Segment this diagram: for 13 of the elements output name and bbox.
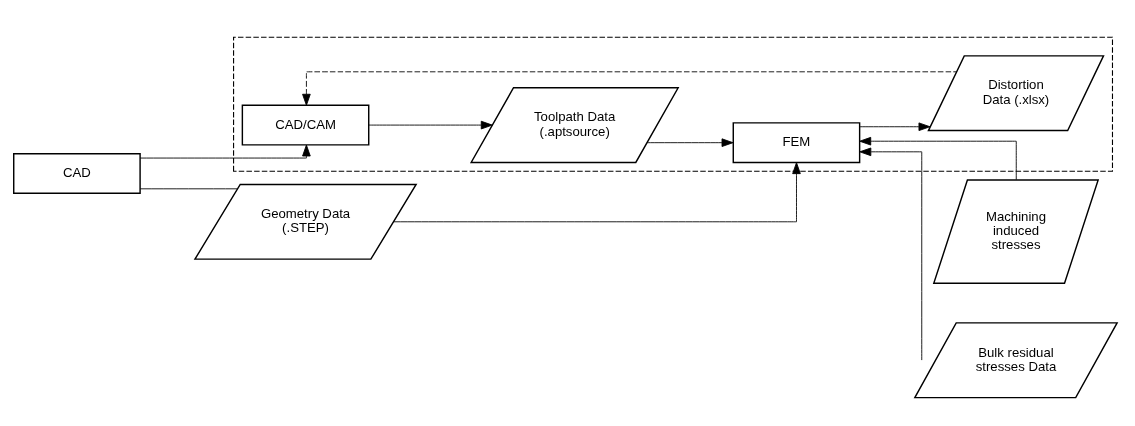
connector [139,188,238,190]
node-box: CAD [13,152,141,194]
arrow [859,147,923,361]
arrow [302,71,957,106]
arrow [393,162,801,223]
node-box: CAD/CAM [241,104,370,146]
arrow [646,138,734,147]
arrow [139,144,311,159]
cluster [233,36,1114,172]
node-box: FEM [732,122,861,164]
arrow [368,120,493,130]
arrow [859,136,1017,180]
arrow [859,122,931,132]
